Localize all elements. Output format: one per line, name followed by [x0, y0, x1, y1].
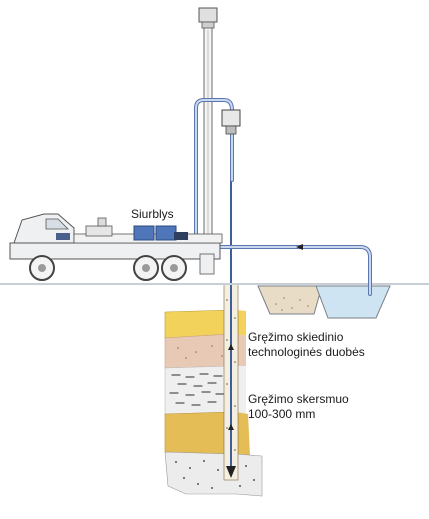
rock-speckles — [175, 460, 255, 489]
mud-pump-2 — [155, 225, 177, 241]
mud-pits-label: Gręžimo skiedinio technologinės duobės — [248, 330, 365, 360]
clay-layer — [164, 333, 233, 369]
tank — [97, 217, 107, 227]
drilling-mast — [198, 7, 218, 249]
mud-pits-label-line1: Gręžimo skiedinio — [248, 330, 344, 344]
mud-pits-label-line2: technologinės duobės — [248, 345, 365, 359]
return-arrow — [296, 244, 303, 250]
pump-label: Siurblys — [131, 207, 174, 222]
drill-truck — [9, 213, 223, 281]
pump-label-text: Siurblys — [131, 207, 174, 221]
gravel-layer — [164, 365, 233, 415]
gravel-layer-right — [236, 366, 246, 414]
flow-arrows — [228, 344, 234, 430]
truck-wheels — [29, 255, 187, 281]
borehole-label-line1: Gręžimo skersmuo — [248, 392, 349, 406]
borehole — [223, 180, 239, 481]
pump-housing — [174, 232, 188, 240]
sand-layer — [164, 309, 233, 339]
return-pipe — [212, 244, 372, 296]
suction-pit — [315, 285, 391, 319]
clay-layer-right — [236, 334, 246, 366]
swivel-joint — [225, 125, 237, 135]
cab-window — [45, 218, 69, 230]
ochre-layer — [164, 411, 233, 455]
rear-support — [199, 253, 215, 275]
swivel-head — [221, 109, 241, 127]
mud-pump — [133, 225, 155, 241]
rock-layer — [164, 451, 263, 497]
settling-pit — [257, 285, 323, 315]
supply-pipe — [184, 98, 234, 238]
borehole-label: Gręžimo skersmuo 100-300 mm — [248, 392, 349, 422]
drill-bit — [226, 466, 236, 478]
engine-block — [85, 225, 113, 237]
truck-logo — [56, 233, 70, 240]
gravel-dashes — [169, 373, 225, 406]
borehole-label-line2: 100-300 mm — [248, 407, 316, 421]
sand-layer-right — [236, 310, 246, 336]
clay-speckles — [177, 345, 223, 359]
ochre-layer-right — [236, 412, 250, 455]
